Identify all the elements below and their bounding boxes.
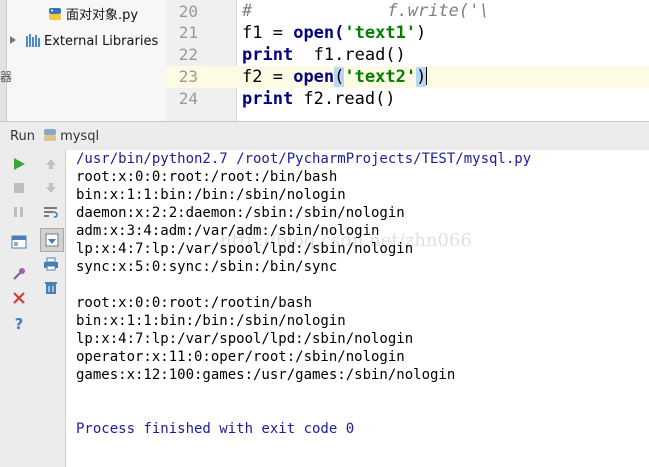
code-line[interactable]: print f2.read(): [242, 88, 396, 110]
soft-wrap-icon[interactable]: [41, 202, 61, 222]
line-number-gutter: [166, 0, 237, 121]
scroll-up-icon[interactable]: [41, 154, 61, 174]
code-line[interactable]: f1 = open('text1'): [242, 22, 426, 44]
console-line: adm:x:3:4:adm:/var/adm:/sbin/nologin: [76, 223, 380, 239]
comment-text: f.write('\: [387, 1, 490, 21]
tree-edge-glyph: 器: [0, 70, 13, 84]
text-caret: [426, 67, 428, 85]
matched-paren: (: [334, 67, 345, 87]
code-rest: f2.read(): [293, 89, 396, 109]
restore-layout-icon[interactable]: [9, 232, 29, 252]
line-number: 22: [178, 45, 198, 64]
code-editor[interactable]: [237, 0, 649, 121]
tree-item-external-libraries[interactable]: External Libraries: [10, 31, 158, 53]
console-line: bin:x:1:1:bin:/bin:/sbin/nologin: [76, 187, 346, 203]
pause-icon[interactable]: [9, 202, 29, 222]
keyword: print: [242, 89, 294, 109]
print-icon[interactable]: [41, 254, 61, 274]
keyword: print: [242, 45, 294, 65]
var-name: f2: [242, 67, 263, 87]
tree-lib-label: External Libraries: [44, 34, 159, 49]
code-line[interactable]: print f1.read(): [242, 44, 406, 66]
close-paren: ): [416, 23, 427, 43]
rerun-icon[interactable]: [9, 154, 29, 174]
project-tree: 器 面对对象.py External Libraries: [0, 0, 166, 121]
library-icon: [26, 33, 40, 55]
help-icon[interactable]: ?: [14, 315, 24, 333]
tree-file-label: 面对对象.py: [66, 8, 139, 23]
console-line: games:x:12:100:games:/usr/games:/sbin/no…: [76, 367, 456, 383]
console-line: operator:x:11:0:oper/root:/sbin/nologin: [76, 349, 405, 365]
scroll-to-end-icon[interactable]: [40, 228, 64, 252]
console-line: root:x:0:0:root:/rootin/bash: [76, 295, 313, 311]
tree-item-file[interactable]: 面对对象.py: [48, 5, 138, 27]
python-file-icon: [48, 7, 62, 21]
builtin-call: open(: [293, 23, 345, 43]
close-icon[interactable]: [9, 288, 29, 308]
line-number: 24: [178, 89, 198, 108]
line-number: 20: [178, 2, 198, 21]
operator: =: [262, 23, 294, 43]
console-line: lp:x:4:7:lp:/var/spool/lpd:/sbin/nologin: [76, 241, 414, 257]
clear-all-icon[interactable]: [41, 278, 61, 298]
python-config-icon: [43, 128, 57, 146]
comment-hash: #: [242, 1, 253, 21]
console-exit-message: Process finished with exit code 0: [76, 421, 355, 437]
console-line: daemon:x:2:2:daemon:/sbin:/sbin/nologin: [76, 205, 405, 221]
tree-left-edge: [0, 0, 7, 121]
console-line: root:x:0:0:root:/root:/bin/bash: [76, 169, 338, 185]
var-name: f1: [242, 23, 263, 43]
scroll-down-icon[interactable]: [41, 178, 61, 198]
string-literal: 'text2': [344, 67, 417, 87]
console-line: lp:x:4:7:lp:/var/spool/lpd:/sbin/nologin: [76, 331, 414, 347]
console-command: /usr/bin/python2.7 /root/PycharmProjects…: [76, 151, 532, 167]
code-rest: f1.read(): [293, 45, 406, 65]
code-line-current[interactable]: f2 = open('text2'): [242, 66, 428, 88]
run-label: Run: [10, 129, 35, 144]
current-line-highlight: [166, 66, 649, 88]
expand-arrow-icon[interactable]: [10, 36, 16, 44]
console-output[interactable]: [66, 150, 649, 467]
line-number: 21: [178, 23, 198, 42]
run-tab[interactable]: Run mysql: [10, 128, 99, 146]
console-line: sync:x:5:0:sync:/sbin:/bin/sync: [76, 259, 338, 275]
run-config-name: mysql: [60, 129, 100, 144]
console-line: bin:x:1:1:bin:/bin:/sbin/nologin: [76, 313, 346, 329]
run-panel-header: Run mysql: [0, 121, 649, 152]
run-toolbar-primary: ?: [0, 150, 38, 467]
stop-icon[interactable]: [9, 178, 29, 198]
run-toolbar-secondary: [37, 150, 66, 467]
code-line[interactable]: # f.write('\: [242, 0, 490, 22]
matched-paren: ): [416, 67, 427, 87]
line-number: 23: [178, 67, 198, 86]
pin-tab-icon[interactable]: [9, 264, 29, 284]
builtin-call: open: [293, 67, 335, 87]
watermark: http://blog.csdn.net/zhn066: [220, 230, 472, 251]
operator: =: [262, 67, 294, 87]
string-literal: 'text1': [344, 23, 417, 43]
